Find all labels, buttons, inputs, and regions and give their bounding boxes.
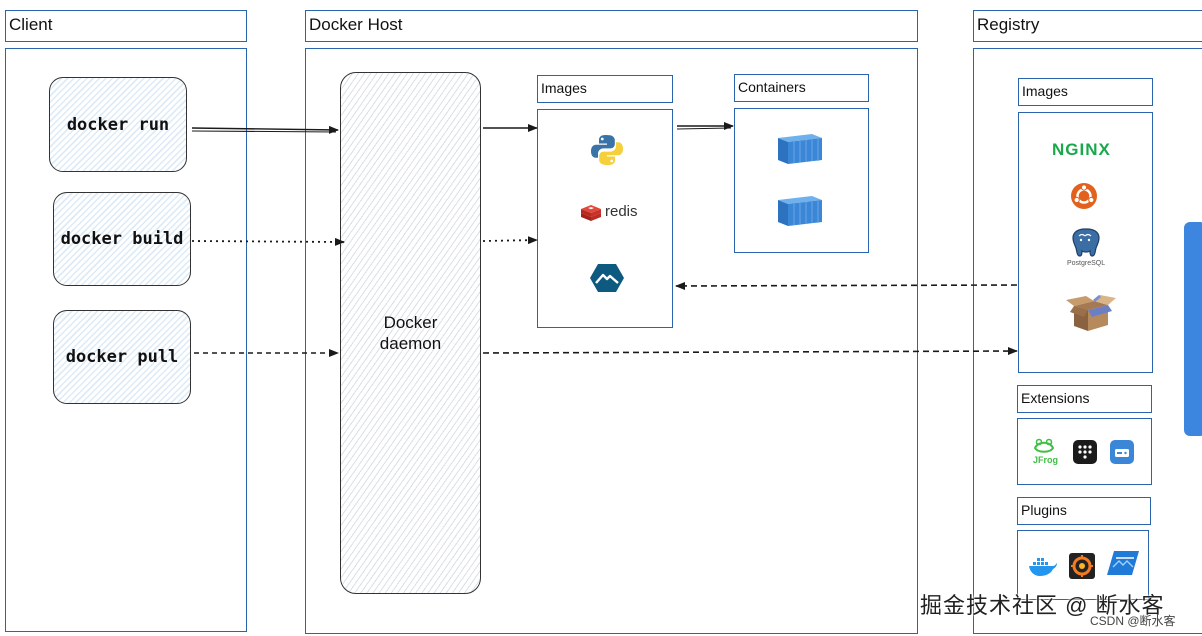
nginx-icon: NGINX [1052, 140, 1111, 159]
jfrog-icon [1033, 438, 1055, 453]
registry-header: Registry [973, 10, 1202, 42]
side-scroll-tab[interactable] [1184, 222, 1202, 436]
vieux-icon [1107, 551, 1139, 575]
python-icon [591, 135, 623, 165]
container-icon [778, 196, 822, 226]
extensions-label: Extensions [1017, 385, 1152, 413]
dots-grid-icon [1073, 440, 1097, 464]
client-title: Client [9, 15, 53, 34]
registry-title: Registry [977, 15, 1040, 34]
ubuntu-icon [1071, 183, 1097, 209]
redis-text: redis [605, 203, 638, 220]
docker-host-title: Docker Host [309, 15, 403, 34]
jfrog-text: JFrog [1033, 455, 1059, 465]
docker-whale-icon [1029, 558, 1057, 576]
docker-host-header: Docker Host [305, 10, 918, 42]
plugins-title: Plugins [1021, 502, 1067, 518]
daemon-build-images-arrow [482, 236, 538, 245]
registry-images-label: Images [1018, 78, 1153, 106]
docker-run-label: docker run [66, 114, 170, 135]
host-images-title: Images [541, 80, 587, 96]
container-icon [778, 134, 822, 164]
host-images-label: Images [537, 75, 673, 103]
daemon-pull-registry-arrow [482, 347, 1018, 356]
build-arrow [191, 237, 345, 246]
containers-title: Containers [738, 79, 806, 95]
extensions-title: Extensions [1021, 390, 1090, 406]
docker-run-command: docker run [49, 77, 187, 172]
postgresql-text: PostgreSQL [1067, 260, 1106, 267]
registry-images-title: Images [1022, 83, 1068, 99]
docker-daemon-label: Docker daemon [379, 313, 442, 353]
docker-pull-label: docker pull [65, 347, 179, 367]
grafana-icon [1069, 553, 1095, 579]
docker-build-label: docker build [60, 229, 184, 249]
docker-pull-command: docker pull [53, 310, 191, 404]
docker-daemon: Docker daemon [340, 72, 481, 594]
alpine-icon [590, 264, 624, 292]
run-arrow [191, 125, 339, 134]
watermark-text: 掘金技术社区 @ 断水客 [920, 593, 1165, 618]
docker-build-command: docker build [53, 192, 191, 286]
plugins-label: Plugins [1017, 497, 1151, 525]
client-header: Client [5, 10, 247, 42]
watermark-subtext: CSDN @断水客 [1090, 614, 1176, 628]
disk-icon [1110, 440, 1134, 464]
postgresql-icon [1072, 228, 1100, 257]
registry-to-images-arrow [675, 281, 1018, 290]
containers-label: Containers [734, 74, 869, 102]
images-to-containers-arrow [676, 122, 734, 130]
box-icon [1066, 294, 1116, 331]
redis-icon [581, 205, 601, 221]
containers-box [734, 108, 869, 253]
